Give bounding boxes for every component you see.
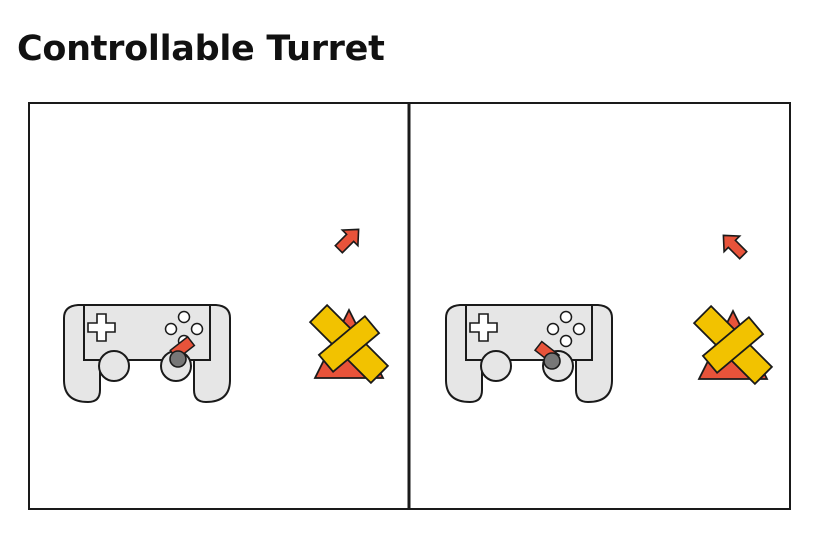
gamepad-icon xyxy=(63,304,231,403)
thumbstick-icon xyxy=(543,352,561,370)
thumbstick-icon xyxy=(169,350,187,368)
gamepad-icon xyxy=(445,304,613,403)
page-title: Controllable Turret xyxy=(17,29,385,69)
